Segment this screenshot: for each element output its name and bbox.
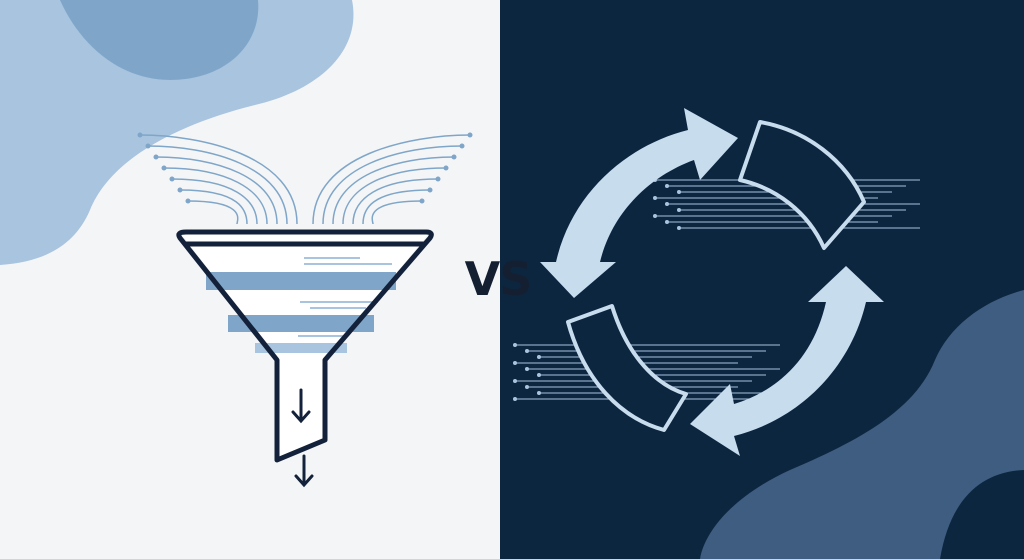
cycle-data-dot xyxy=(525,349,529,353)
funnel-data-dot xyxy=(161,165,167,171)
funnel-data-line xyxy=(371,200,423,225)
funnel-band-3 xyxy=(255,343,347,353)
funnel-data-line xyxy=(312,134,471,225)
output-arrow-down-icon xyxy=(294,454,314,488)
cycle-data-dot xyxy=(665,202,669,206)
funnel-data-line xyxy=(179,189,248,225)
cycle-data-dot xyxy=(537,391,541,395)
funnel-data-line xyxy=(139,134,298,225)
cycle-data-dot xyxy=(525,367,529,371)
cycle-arrow-upper xyxy=(540,108,738,298)
funnel-data-dot xyxy=(185,198,191,204)
vs-label: VS xyxy=(464,252,533,306)
cycle-data-dot xyxy=(677,226,681,230)
cycle-arrow-lower xyxy=(690,266,884,456)
funnel-data-dot xyxy=(451,154,457,160)
funnel-data-line xyxy=(342,167,447,225)
funnel-data-dot xyxy=(467,132,473,138)
funnel-data-line xyxy=(171,178,258,225)
funnel-data-dot xyxy=(435,176,441,182)
funnel-band-2 xyxy=(228,315,374,332)
funnel-data-line xyxy=(362,189,431,225)
funnel-data-line xyxy=(187,200,239,225)
left-corner-blob xyxy=(0,0,354,265)
cycle-data-dot xyxy=(665,184,669,188)
funnel-data-line xyxy=(322,145,463,225)
cycle-segment-upper xyxy=(738,120,866,250)
funnel-data-dot xyxy=(145,143,151,149)
cycle-data-dot xyxy=(677,208,681,212)
funnel-data-dot xyxy=(443,165,449,171)
cycle-data-dot xyxy=(513,361,517,365)
cycle-data-dot xyxy=(513,343,517,347)
left-corner-blob-inner xyxy=(60,0,259,80)
cycle-data-dot xyxy=(513,397,517,401)
funnel-outline xyxy=(176,229,434,463)
cycle-data-dot xyxy=(665,220,669,224)
funnel-data-dot xyxy=(427,187,433,193)
funnel-data-dot xyxy=(459,143,465,149)
cycle-data-dot xyxy=(677,190,681,194)
right-corner-blob-inner xyxy=(940,470,1024,559)
cycle-data-dot xyxy=(537,373,541,377)
funnel-data-dot xyxy=(177,187,183,193)
funnel-data-dot xyxy=(169,176,175,182)
funnel-stream-lines xyxy=(298,257,392,337)
funnel-data-dot xyxy=(137,132,143,138)
cycle-data-dot xyxy=(653,196,657,200)
cycle-data-dot xyxy=(525,385,529,389)
funnel-icon xyxy=(176,229,434,488)
funnel-data-dot xyxy=(153,154,159,160)
arrow-down-icon xyxy=(291,388,311,424)
right-corner-blob xyxy=(700,290,1024,559)
funnel-data-lines xyxy=(137,132,473,225)
cycle-segment-lower xyxy=(566,304,688,432)
funnel-data-line xyxy=(163,167,268,225)
funnel-data-line xyxy=(352,178,439,225)
funnel-data-line xyxy=(147,145,288,225)
funnel-data-line xyxy=(332,156,455,225)
cycle-arrows-icon xyxy=(540,108,884,456)
funnel-band-1 xyxy=(206,272,396,290)
cycle-data-dot xyxy=(513,379,517,383)
cycle-data-dot xyxy=(537,355,541,359)
cycle-data-dot xyxy=(653,214,657,218)
funnel-data-dot xyxy=(419,198,425,204)
funnel-data-line xyxy=(155,156,278,225)
